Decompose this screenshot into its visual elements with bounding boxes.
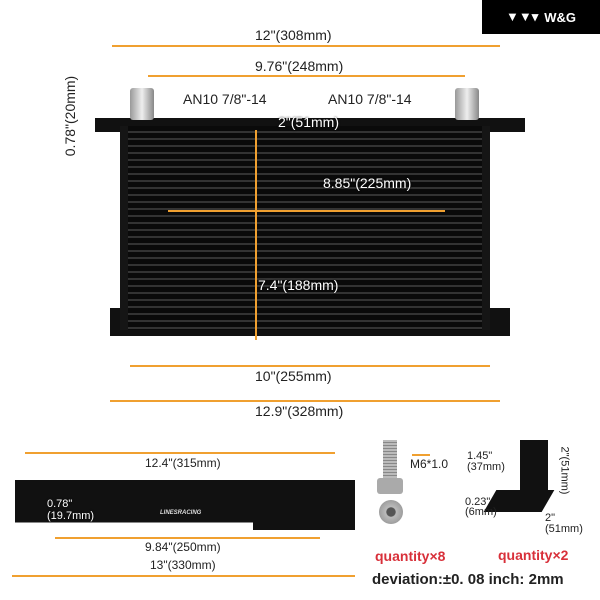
core-height-label: 7.4"(188mm) xyxy=(258,277,339,293)
deviation-note: deviation:±0. 08 inch: 2mm xyxy=(372,571,564,588)
cooler-core xyxy=(120,126,490,330)
l-bracket-quantity: quantity×2 xyxy=(498,547,569,563)
offset-bottom-label: (19.7mm) xyxy=(47,510,95,522)
slot-width-bottom: (6mm) xyxy=(465,506,497,518)
fitting-left-label: AN10 7/8"-14 xyxy=(183,91,267,107)
logo-icon: ▼▼▾ xyxy=(505,9,539,24)
logo-badge: ▼▼▾W&G xyxy=(482,0,600,34)
depth-bottom: (51mm) xyxy=(545,523,583,535)
slot-width-top: 0.23" xyxy=(465,496,491,508)
hole-spacing-label: 12.4"(315mm) xyxy=(145,456,221,470)
fitting-left xyxy=(130,88,154,120)
offset-top-label: 0.78" xyxy=(47,498,73,510)
bolt-head xyxy=(377,478,403,494)
mounting-bracket-image: LINESRACING xyxy=(15,480,355,530)
bracket-brand-logo: LINESRACING xyxy=(160,510,202,516)
fitting-right-label: AN10 7/8"-14 xyxy=(328,91,412,107)
depth-top: 2" xyxy=(545,512,556,524)
mount-spacing-label: 10"(255mm) xyxy=(255,368,332,384)
core-width-label: 8.85"(225mm) xyxy=(323,175,412,191)
thickness-label: 2"(51mm) xyxy=(278,114,339,130)
slot-spacing-label: 9.84"(250mm) xyxy=(145,540,221,554)
l-bracket-height: 2"(51mm) xyxy=(558,446,571,495)
bracket-height-label: 0.78"(20mm) xyxy=(62,75,79,157)
overall-width-label: 12"(308mm) xyxy=(255,27,332,43)
length-label: 13"(330mm) xyxy=(150,558,216,572)
fitting-right xyxy=(455,88,479,120)
fitting-spacing-label: 9.76"(248mm) xyxy=(255,58,344,74)
bolt-thread-label: M6*1.0 xyxy=(410,457,449,471)
bolt-quantity: quantity×8 xyxy=(375,548,446,564)
bolt-image xyxy=(383,440,397,480)
slot-length-top: 1.45" xyxy=(467,450,493,462)
total-width-label: 12.9"(328mm) xyxy=(255,403,344,419)
slot-length-bottom: (37mm) xyxy=(467,461,505,473)
nut-image xyxy=(379,500,403,524)
